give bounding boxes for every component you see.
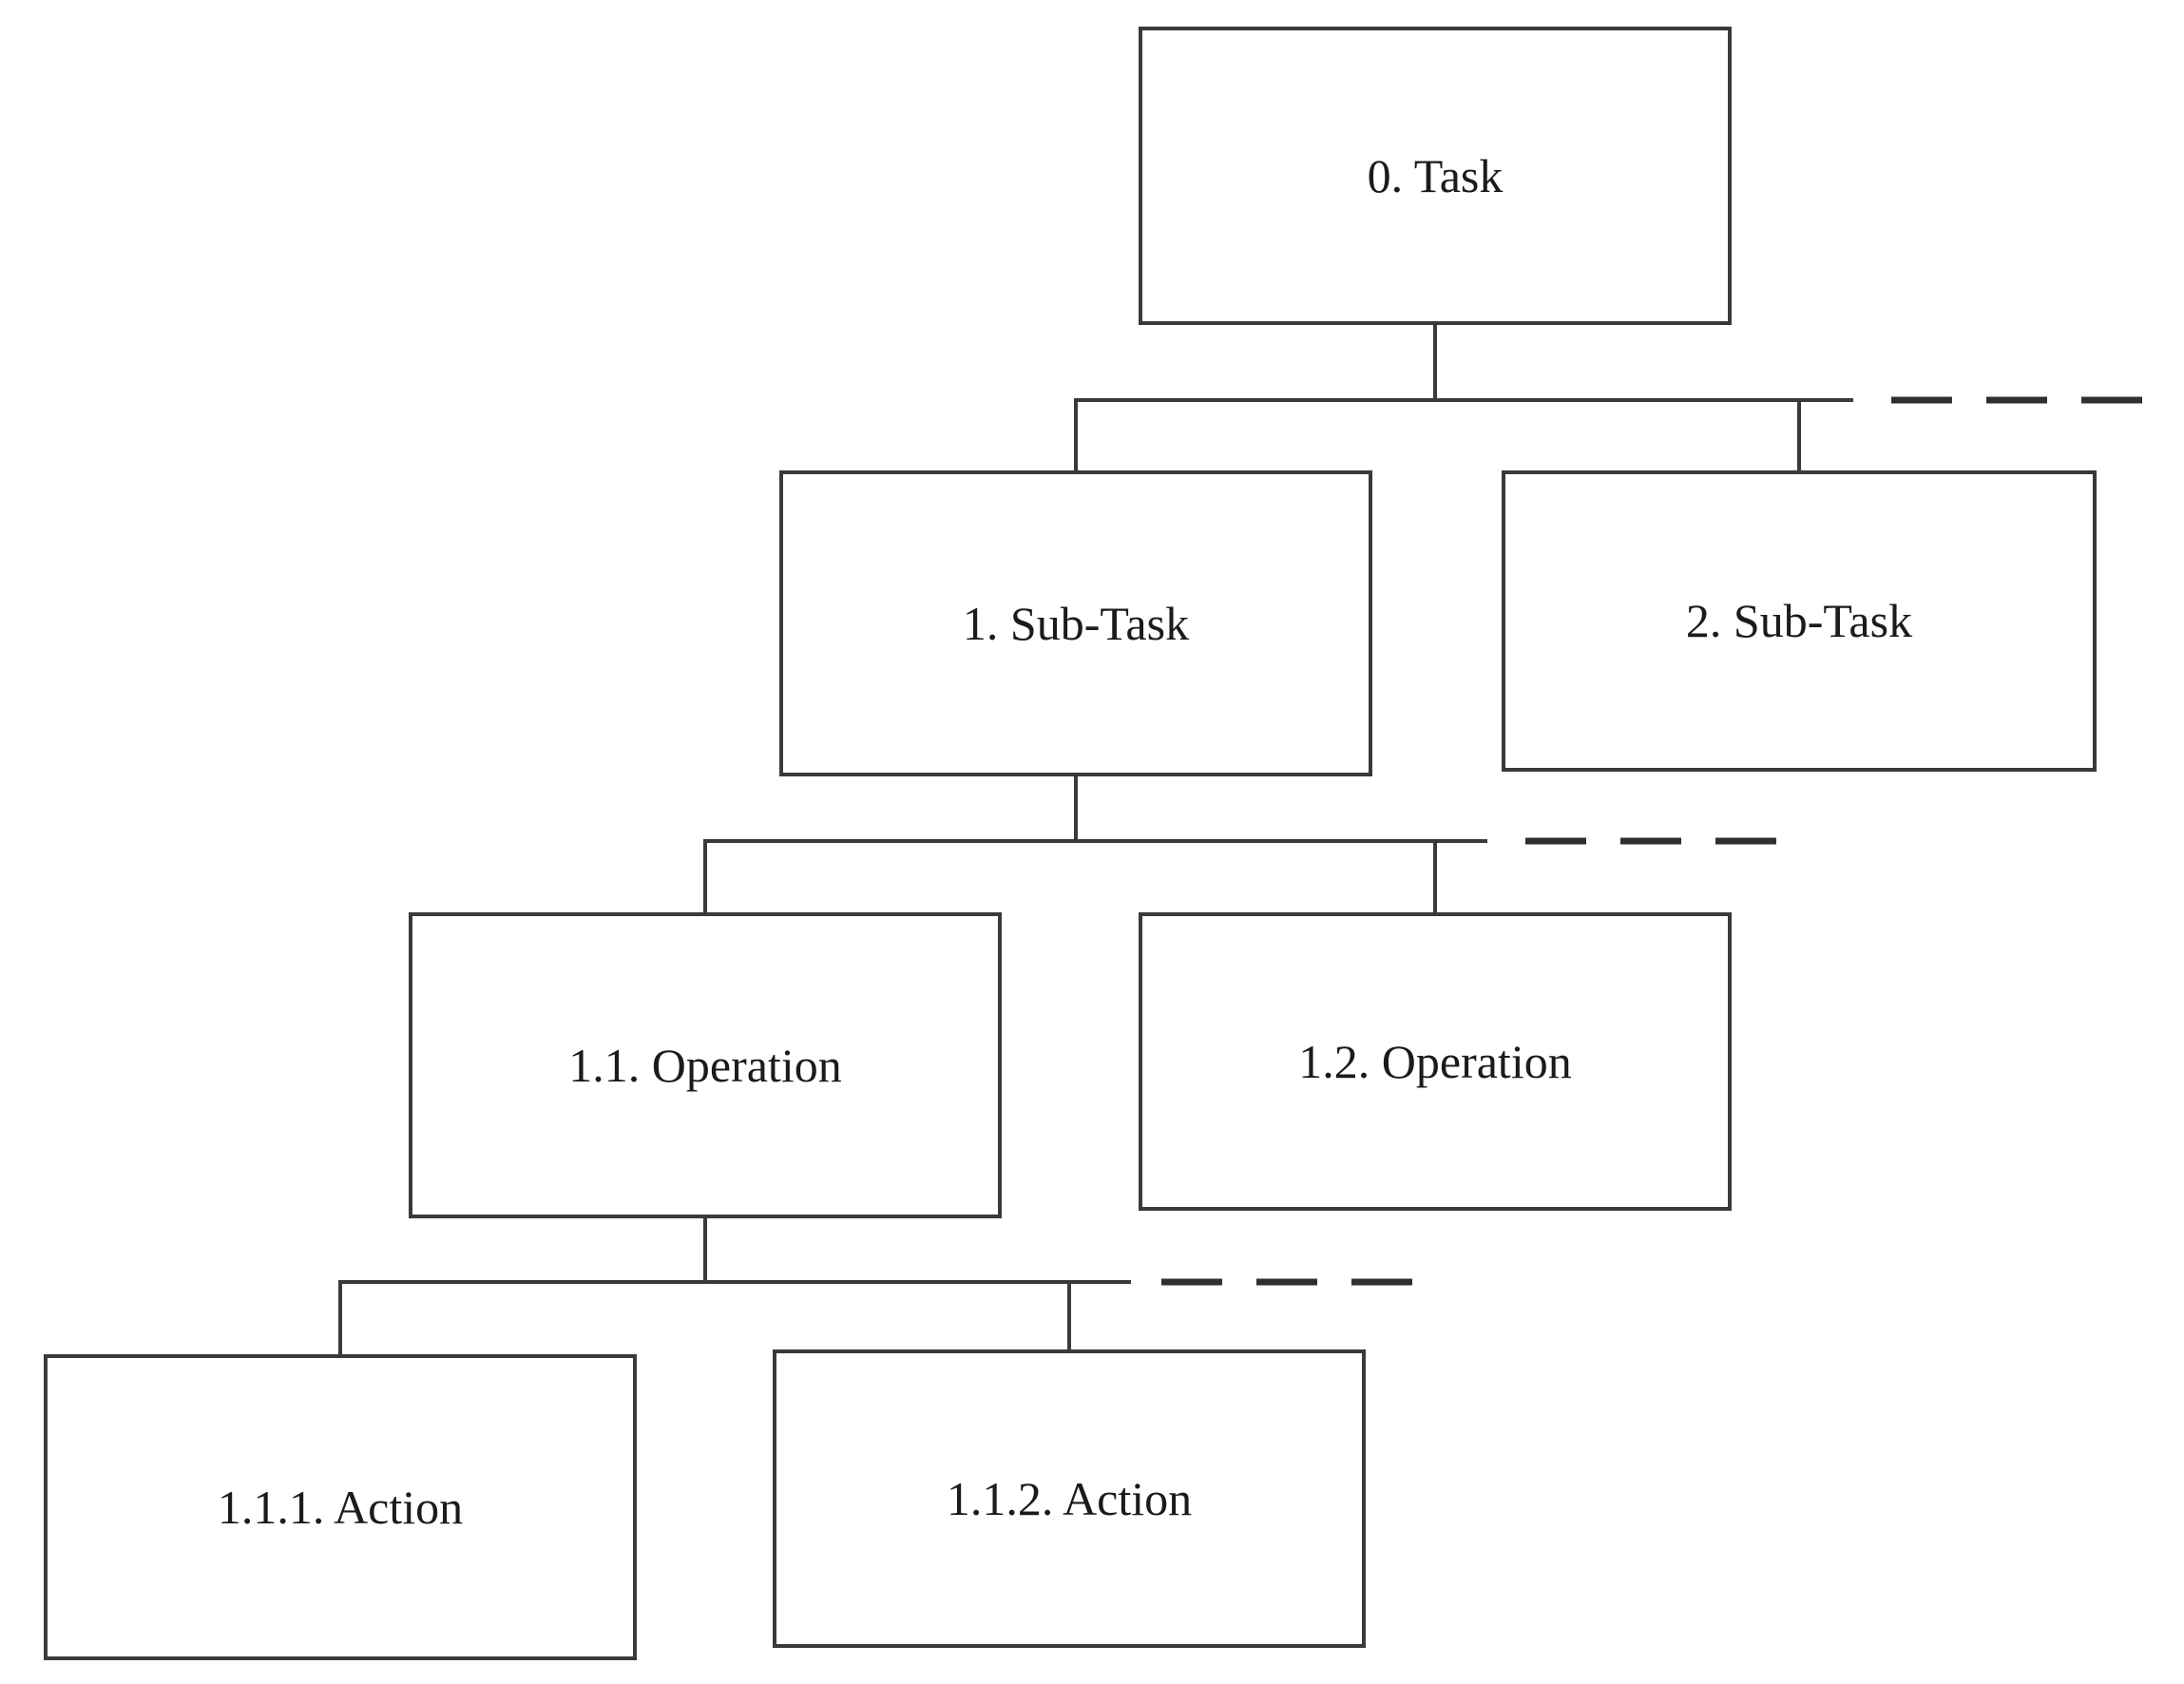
node-operation-1-2-box [1139, 912, 1732, 1211]
node-operation-1-2: 1.2. Operation [1139, 912, 1732, 1211]
node-task-0: 0. Task [1139, 27, 1732, 325]
node-subtask-2-box [1502, 470, 2097, 772]
node-action-1-1-2-box [773, 1349, 1366, 1648]
node-subtask-1-box [779, 470, 1372, 776]
node-action-1-1-2-label: 1.1.2. Action [947, 1472, 1192, 1525]
node-subtask-1: 1. Sub-Task [779, 470, 1372, 776]
node-operation-1-1: 1.1. Operation [409, 912, 1002, 1218]
node-subtask-1-label: 1. Sub-Task [963, 597, 1189, 650]
connectors-level-3 [338, 1216, 1416, 1356]
node-action-1-1-2: 1.1.2. Action [773, 1349, 1366, 1648]
node-task-0-label: 0. Task [1368, 149, 1504, 202]
node-operation-1-1-box [409, 912, 1002, 1218]
node-operation-1-2-label: 1.2. Operation [1298, 1035, 1571, 1088]
node-operation-1-1-label: 1.1. Operation [568, 1039, 841, 1092]
connectors-level-1 [1074, 323, 2159, 472]
node-action-1-1-1-box [44, 1354, 637, 1660]
node-subtask-2-label: 2. Sub-Task [1686, 594, 1912, 647]
connectors-level-2 [703, 775, 1779, 914]
node-action-1-1-1-label: 1.1.1. Action [218, 1481, 463, 1534]
node-action-1-1-1: 1.1.1. Action [44, 1354, 637, 1660]
node-task-0-box [1139, 27, 1732, 325]
node-subtask-2: 2. Sub-Task [1502, 470, 2097, 772]
